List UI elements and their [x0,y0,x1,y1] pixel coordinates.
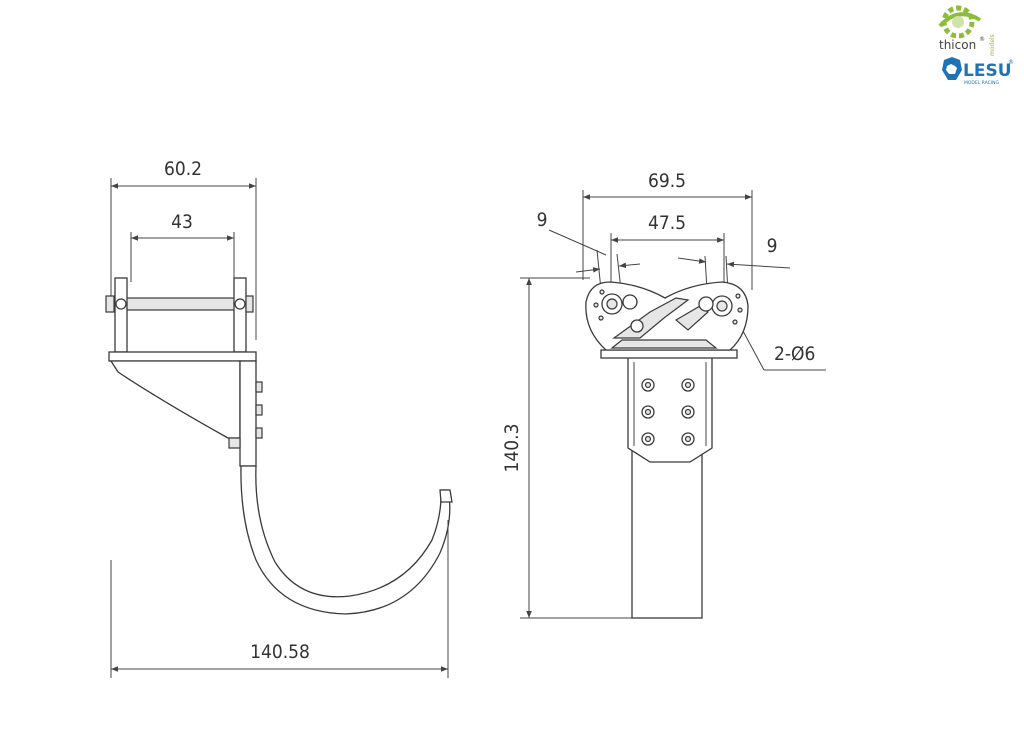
pin-head [234,298,246,310]
pin-head [622,294,638,310]
bolt [255,404,263,416]
bolt [255,427,263,439]
rivet [735,293,741,299]
dimension-60-2: 60.2 [110,158,257,340]
hole-callout: 2-Ø6 [735,317,826,371]
lesu-trademark: ® [1008,59,1014,66]
pin-hole [716,300,728,312]
dimension-label: 43 [171,211,193,233]
dimension-140-3: 140.3 [501,277,632,619]
ripper-side-view: 60.2 43 [105,158,453,678]
dimension-140-58: 140.58 [110,520,449,678]
thicon-logo: thicon ® models [938,5,996,56]
pin-cap [105,295,115,313]
pin-head [115,298,127,310]
pin-hole [606,298,618,310]
bolt [228,437,241,449]
rivet [598,315,604,321]
dimension-label: 9 [767,235,778,257]
pin-cap [245,295,254,313]
dimension-label: 69.5 [648,170,686,192]
rivet [593,302,599,308]
thicon-name: thicon [939,38,976,52]
coupler-slot [674,305,709,331]
thicon-sub: models [989,34,996,56]
thicon-trademark: ® [979,36,985,43]
hook-tine [240,465,451,615]
pin-bar [121,297,239,311]
dimension-47-5: 47.5 [610,212,725,290]
gear-icon [938,5,982,39]
rivet [737,307,743,313]
lesu-name: LESU [963,61,1012,81]
dimension-label: 2-Ø6 [774,343,815,365]
lion-head-icon [942,57,962,80]
lesu-logo: LESU ® MODEL RACING [942,57,1014,86]
dimension-label: 9 [537,209,548,231]
dimension-69-5: 69.5 [582,170,753,290]
dimension-label: 60.2 [164,158,202,180]
lesu-sub: MODEL RACING [964,80,999,86]
mount-plate [600,349,738,359]
dimension-43: 43 [130,211,235,282]
ripper-front-view: 69.5 47.5 9 9 [501,170,826,619]
bolt-pattern [641,378,695,446]
coupler-slot [610,339,718,349]
dimension-label: 47.5 [648,212,686,234]
pin-head [698,296,714,312]
left-ear [114,277,128,353]
dimension-9-right: 9 [677,235,791,293]
shank-upper [239,360,257,467]
gusset [109,360,241,439]
right-ear [233,277,247,353]
rivet [599,289,605,295]
hook-tip [439,489,453,503]
mount-plate [108,351,257,362]
bolt-plate [627,355,713,463]
dimension-label: 140.58 [250,641,310,663]
coupler-hole [630,319,644,333]
shank-tube [631,439,703,619]
dimension-label: 140.3 [501,424,523,473]
bolt [255,381,263,393]
rivet [732,319,738,325]
